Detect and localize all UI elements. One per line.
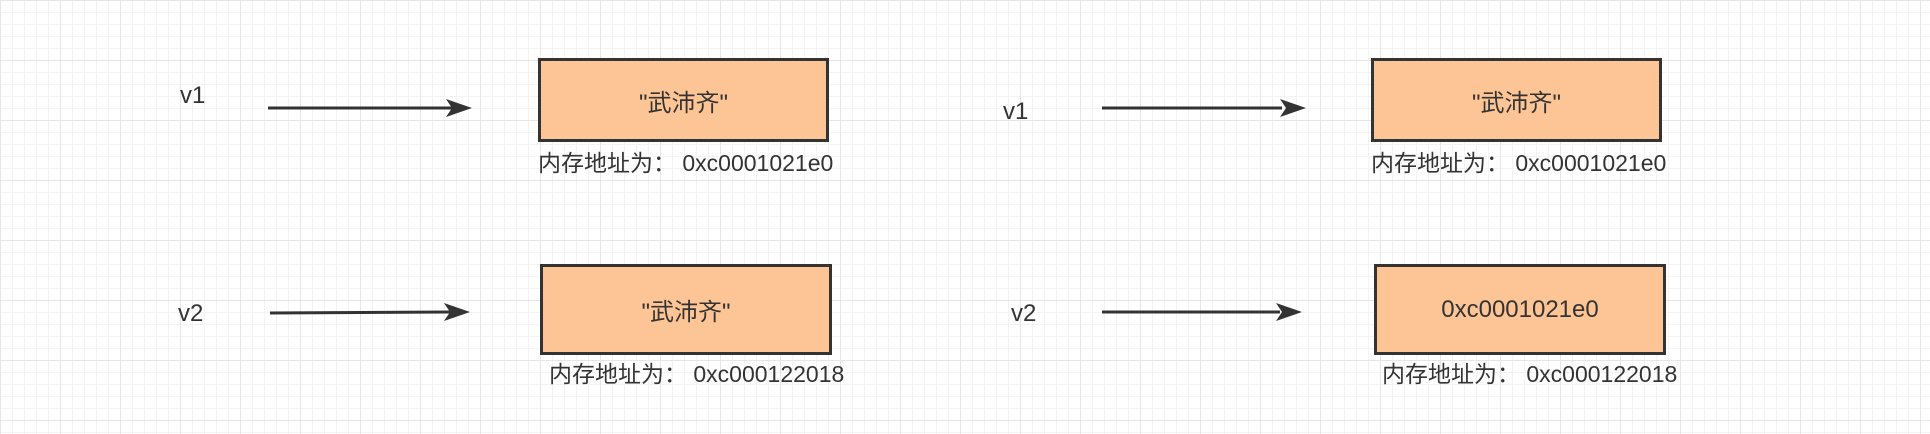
value-box: "武沛齐" — [1371, 58, 1662, 142]
memory-address-label: 内存地址为： 0xc000122018 — [549, 361, 845, 387]
pointer-arrow — [1102, 99, 1306, 117]
memory-address-label: 内存地址为： 0xc0001021e0 — [1371, 150, 1667, 176]
value-box: "武沛齐" — [538, 58, 829, 142]
value-box: 0xc0001021e0 — [1374, 264, 1666, 355]
pointer-arrow — [1102, 303, 1302, 321]
memory-address-label: 内存地址为： 0xc000122018 — [1382, 361, 1678, 387]
var-label-v2: v2 — [1011, 300, 1037, 327]
pointer-arrow — [269, 303, 470, 321]
var-label-v1: v1 — [180, 82, 206, 109]
var-label-v1: v1 — [1003, 98, 1029, 125]
value-box: "武沛齐" — [540, 264, 832, 355]
memory-address-label: 内存地址为： 0xc0001021e0 — [538, 150, 834, 176]
var-label-v2: v2 — [178, 300, 204, 327]
pointer-arrow — [268, 99, 472, 117]
